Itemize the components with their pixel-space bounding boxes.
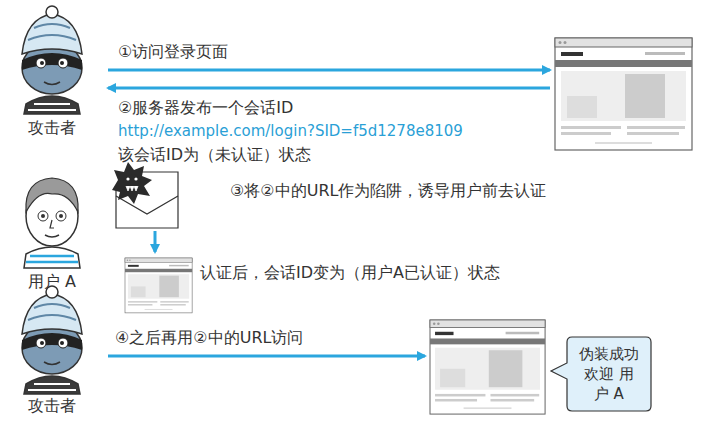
- note-text: 认证后，会话ID变为（用户A已认证）状态: [200, 263, 500, 283]
- figure-label: 用户 A: [28, 272, 76, 292]
- figure-label: 攻击者: [28, 396, 76, 416]
- figure-label: 攻击者: [28, 118, 76, 138]
- step-label: ③将②中的URL作为陷阱，诱导用户前去认证: [230, 181, 546, 201]
- callout-bubble: 伪装成功 欢迎 用户 A: [566, 336, 652, 412]
- note-text: 该会话ID为（未认证）状态: [118, 145, 311, 165]
- figure-name: 攻击者: [28, 118, 76, 138]
- step-label: ④之后再用②中的URL访问: [115, 328, 303, 348]
- url-text: http://example.com/login?SID=f5d1278e810…: [118, 121, 463, 141]
- callout-text: 伪装成功 欢迎 用户 A: [578, 344, 640, 404]
- step-label: ②服务器发布一个会话ID: [118, 98, 293, 118]
- figure-name: 用户 A: [28, 272, 76, 292]
- figure-name: 攻击者: [28, 396, 76, 416]
- step-label: ①访问登录页面: [118, 42, 228, 62]
